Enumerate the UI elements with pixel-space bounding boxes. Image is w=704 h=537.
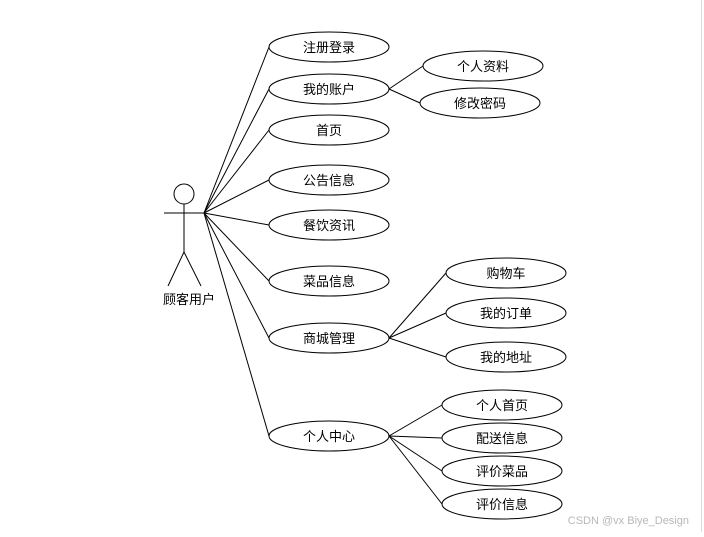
line-actor-dish — [203, 212, 270, 282]
use-case-label: 我的账户 — [303, 82, 355, 98]
use-case-ellipse — [419, 87, 541, 119]
use-case-label: 购物车 — [486, 266, 525, 282]
line-actor-notice — [203, 179, 270, 214]
use-case-delivery: 配送信息 — [441, 422, 563, 454]
use-case-label: 配送信息 — [476, 431, 528, 447]
use-case-password: 修改密码 — [419, 87, 541, 119]
watermark: CSDN @vx Biye_Design — [568, 515, 689, 527]
use-case-ellipse — [268, 164, 390, 196]
use-case-ellipse — [441, 389, 563, 421]
use-case-cart: 购物车 — [445, 257, 567, 289]
line-actor-register — [203, 46, 270, 214]
use-case-account: 我的账户 — [268, 73, 390, 105]
use-case-label: 个人中心 — [303, 430, 355, 445]
use-case-label: 首页 — [316, 124, 342, 139]
use-case-label: 评价菜品 — [476, 465, 528, 480]
use-case-ellipse — [445, 257, 567, 289]
line-center-homepage — [388, 404, 443, 437]
use-case-label: 注册登录 — [303, 41, 355, 56]
line-center-delivery — [388, 435, 443, 439]
use-case-dish: 菜品信息 — [268, 265, 390, 297]
use-case-ellipse — [441, 422, 563, 454]
association-lines — [203, 46, 447, 505]
use-case-ellipse — [422, 50, 544, 82]
use-case-label: 修改密码 — [454, 96, 506, 112]
actor-right-leg — [183, 251, 202, 287]
use-case-review-dish: 评价菜品 — [441, 455, 563, 487]
use-case-news: 餐饮资讯 — [268, 209, 390, 241]
line-mall-orders — [388, 312, 447, 339]
use-case-label: 评价信息 — [476, 497, 528, 513]
actor-left-leg — [167, 251, 185, 287]
use-case-label: 我的地址 — [480, 350, 532, 366]
use-case-address: 我的地址 — [445, 341, 567, 373]
line-center-review_dish — [388, 435, 443, 472]
line-actor-news — [203, 212, 270, 226]
actor-figure: 顾客用户 — [163, 183, 215, 308]
use-case-ellipse — [268, 31, 390, 63]
use-case-ellipse — [441, 488, 563, 520]
use-case-label: 餐饮资讯 — [303, 218, 355, 234]
use-case-register: 注册登录 — [268, 31, 390, 63]
page-edge-line — [701, 0, 702, 532]
use-case-orders: 我的订单 — [445, 297, 567, 329]
actor-label: 顾客用户 — [163, 292, 215, 308]
use-case-review-info: 评价信息 — [441, 488, 563, 520]
use-case-label: 公告信息 — [303, 173, 355, 189]
use-case-ellipse — [268, 209, 390, 241]
use-case-ellipse — [445, 297, 567, 329]
use-case-profile: 个人资料 — [422, 50, 544, 82]
line-mall-cart — [388, 272, 447, 339]
line-actor-home — [203, 129, 270, 214]
line-account-profile — [388, 65, 424, 90]
use-case-ellipse — [268, 265, 390, 297]
use-case-center: 个人中心 — [268, 420, 390, 452]
actor-head — [173, 183, 195, 205]
use-case-mall: 商城管理 — [268, 322, 390, 354]
use-case-homepage: 个人首页 — [441, 389, 563, 421]
line-actor-account — [203, 88, 270, 214]
line-mall-address — [388, 337, 447, 358]
use-case-ellipse — [268, 73, 390, 105]
use-case-ellipse — [268, 420, 390, 452]
use-case-label: 个人资料 — [457, 60, 509, 75]
use-case-label: 菜品信息 — [303, 274, 355, 290]
use-case-home: 首页 — [268, 114, 390, 146]
use-case-label: 个人首页 — [476, 399, 528, 414]
use-case-ellipse — [445, 341, 567, 373]
use-case-label: 我的订单 — [480, 306, 532, 322]
line-actor-mall — [203, 212, 270, 339]
line-actor-center — [203, 212, 270, 437]
use-case-ellipse — [441, 455, 563, 487]
line-account-password — [388, 88, 421, 104]
use-case-ellipse — [268, 322, 390, 354]
use-case-ellipse — [268, 114, 390, 146]
line-center-review_info — [388, 435, 443, 505]
use-case-notice: 公告信息 — [268, 164, 390, 196]
use-case-label: 商城管理 — [303, 332, 355, 347]
